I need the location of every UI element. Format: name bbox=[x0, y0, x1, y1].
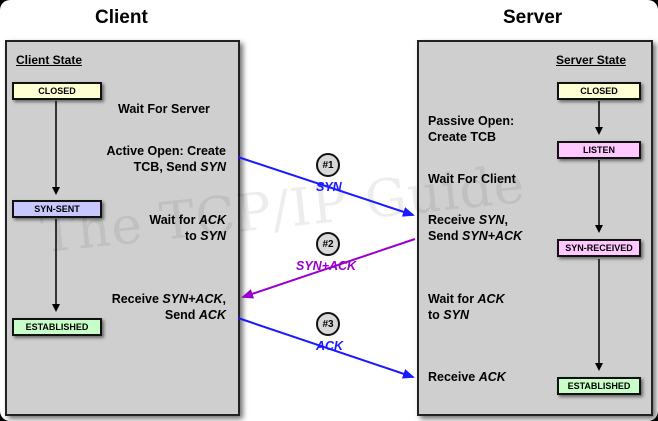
ack-arrow bbox=[237, 317, 415, 379]
message-badge-2: #2 bbox=[316, 232, 340, 256]
client-label-receive-syn-ack: Receive SYN+ACK, Send ACK bbox=[111, 292, 226, 322]
server-state-syn-received: SYN-RECEIVED bbox=[557, 239, 641, 257]
syn-ack-arrow bbox=[241, 238, 416, 299]
server-label-wait-client: Wait For Client bbox=[428, 172, 516, 186]
server-state-closed: CLOSED bbox=[557, 82, 641, 100]
server-state-title: Server State bbox=[556, 53, 627, 67]
syn-arrow bbox=[237, 156, 415, 217]
server-label-receive-ack: Receive ACK bbox=[428, 370, 506, 384]
message-badge-3: #3 bbox=[316, 312, 340, 336]
message-label-ack: ACK bbox=[316, 339, 344, 353]
client-label-wait-server: Wait For Server bbox=[118, 102, 210, 116]
client-state-established: ESTABLISHED bbox=[12, 318, 102, 336]
message-badge-1: #1 bbox=[316, 153, 340, 177]
message-label-syn-ack: SYN+ACK bbox=[296, 259, 357, 273]
server-panel: Server State bbox=[417, 40, 653, 416]
server-label-wait-ack: Wait for ACK to SYN bbox=[428, 292, 505, 322]
server-state-listen: LISTEN bbox=[557, 141, 641, 159]
client-state-title: Client State bbox=[16, 53, 83, 67]
client-panel: Client State bbox=[5, 40, 240, 416]
message-label-syn: SYN bbox=[316, 180, 342, 194]
server-label-passive-open: Passive Open: Create TCB bbox=[428, 114, 515, 144]
client-label-wait-ack: Wait for ACK to SYN bbox=[149, 213, 226, 243]
server-state-established: ESTABLISHED bbox=[557, 377, 641, 395]
client-state-closed: CLOSED bbox=[12, 82, 102, 100]
client-state-syn-sent: SYN-SENT bbox=[12, 200, 102, 218]
client-heading: Client bbox=[95, 7, 148, 28]
client-label-active-open: Active Open: Create TCB, Send SYN bbox=[106, 144, 226, 174]
server-heading: Server bbox=[503, 7, 563, 28]
server-label-receive-syn: Receive SYN, Send SYN+ACK bbox=[428, 213, 523, 243]
